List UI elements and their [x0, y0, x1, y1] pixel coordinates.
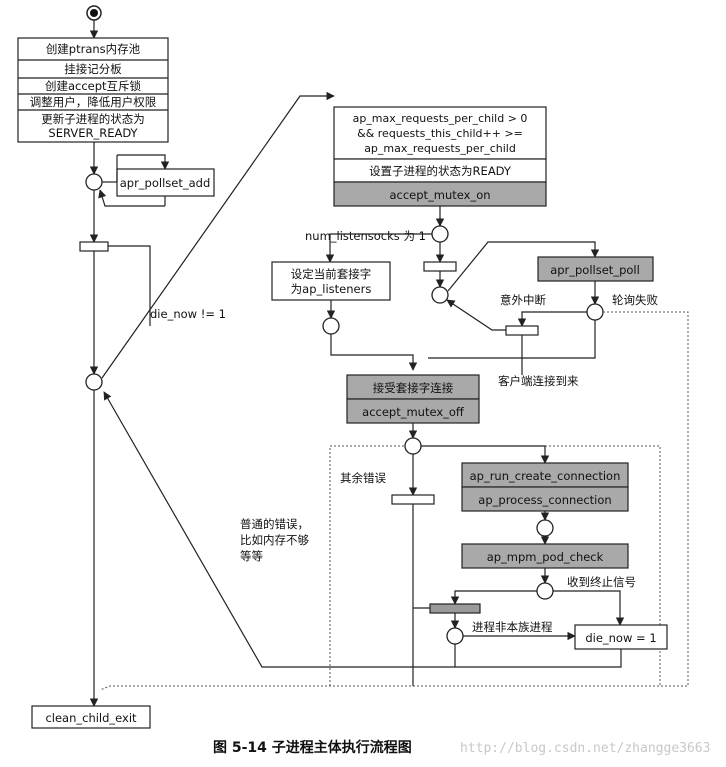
start-node — [86, 5, 102, 21]
accept-block: 接受套接字连接 accept_mutex_off — [346, 374, 480, 424]
fork-bar-interrupt — [505, 325, 539, 336]
watermark: http://blog.csdn.net/zhangge3663 — [460, 741, 710, 756]
common-error-line-2: 比如内存不够 — [240, 533, 309, 547]
fork-bar-1 — [79, 241, 109, 252]
init-step-3: 创建accept互斥锁 — [45, 79, 142, 93]
poll-result-circle — [586, 303, 604, 321]
die-now-eq-box — [574, 624, 668, 650]
poll-merge-circle — [431, 286, 449, 304]
condition-block: ap_max_requests_per_child > 0 && request… — [333, 106, 547, 207]
init-step-5: 更新子进程的状态为 — [41, 112, 145, 126]
pod-result-circle — [536, 582, 554, 600]
init-step-6: SERVER_READY — [48, 126, 138, 140]
init-step-4: 调整用户，降低用户权限 — [30, 95, 157, 109]
fork-bar-pod — [429, 603, 481, 614]
merge-circle-listener — [322, 317, 340, 335]
decision-circle-listen — [431, 225, 449, 243]
fork-bar-errors — [391, 494, 435, 505]
init-step-2: 挂接记分板 — [64, 62, 122, 76]
mutex-on-label: accept_mutex_on — [389, 188, 490, 202]
mutex-off-label: accept_mutex_off — [362, 405, 465, 419]
merge-circle-1 — [85, 173, 103, 191]
die-now-ne-label: die_now != 1 — [150, 307, 226, 321]
set-ready-label: 设置子进程的状态为READY — [369, 164, 512, 178]
loop-circle — [85, 373, 103, 391]
fork-bar-poll — [423, 261, 457, 272]
final-merge-circle — [446, 627, 464, 645]
process-block: ap_run_create_connection ap_process_conn… — [461, 462, 629, 512]
pollset-poll-label: apr_pollset_poll — [550, 263, 640, 277]
accept-result-circle — [404, 437, 422, 455]
process-merge-circle — [536, 519, 554, 537]
receive-stop-label: 收到终止信号 — [567, 575, 636, 589]
clean-exit-label: clean_child_exit — [45, 711, 137, 725]
die-now-eq-label: die_now = 1 — [585, 631, 656, 645]
pod-check-box — [461, 543, 629, 569]
figure-caption: 图 5-14 子进程主体执行流程图 — [213, 739, 412, 756]
condition-line-2: && requests_this_child++ >= — [357, 127, 523, 140]
set-listener-line-2: 为ap_listeners — [291, 282, 372, 296]
condition-line-1: ap_max_requests_per_child > 0 — [353, 112, 528, 125]
client-connected-label: 客户端连接到来 — [498, 374, 579, 388]
common-error-line-1: 普通的错误， — [240, 517, 309, 531]
other-errors-label: 其余错误 — [340, 471, 386, 485]
pollset-add-label: apr_pollset_add — [120, 176, 211, 190]
run-create-connection-label: ap_run_create_connection — [470, 469, 621, 483]
pod-check-label: ap_mpm_pod_check — [487, 550, 604, 564]
num-listensocks-label: num_listensocks 为 1 — [305, 229, 426, 243]
poll-fail-label: 轮询失败 — [612, 293, 658, 307]
common-error-line-3: 等等 — [240, 549, 263, 563]
unexpected-interrupt-label: 意外中断 — [500, 293, 546, 307]
set-listener-line-1: 设定当前套接字 — [291, 267, 372, 281]
init-step-1: 创建ptrans内存池 — [46, 42, 141, 56]
set-listener-box — [271, 261, 391, 301]
clean-exit-box — [31, 705, 151, 729]
condition-line-3: ap_max_requests_per_child — [364, 142, 516, 155]
process-connection-label: ap_process_connection — [478, 493, 611, 507]
accept-connection-label: 接受套接字连接 — [373, 381, 454, 395]
init-block: 创建ptrans内存池 挂接记分板 创建accept互斥锁 调整用户，降低用户权… — [17, 37, 169, 143]
not-this-process-label: 进程非本族进程 — [472, 620, 553, 634]
